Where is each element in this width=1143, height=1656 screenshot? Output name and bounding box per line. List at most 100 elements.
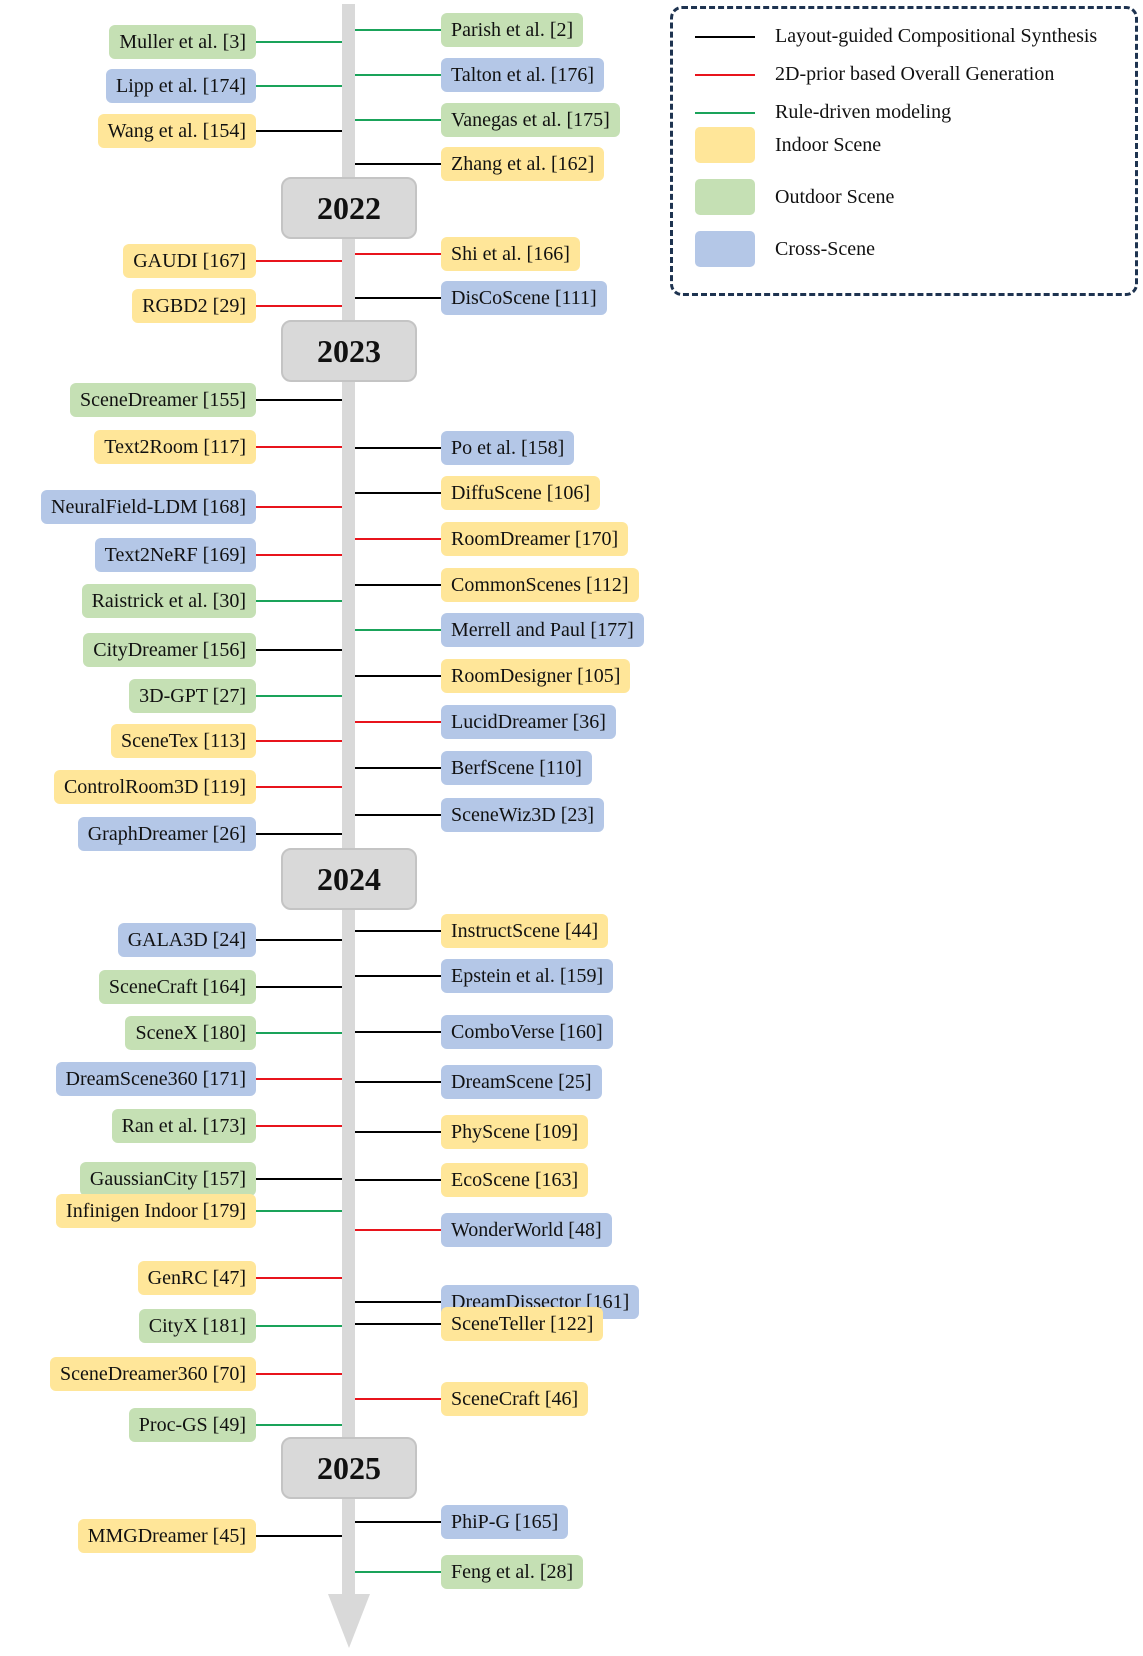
method-node-genrc-47: GenRC [47] [137, 1261, 256, 1295]
method-node-3d-gpt-27: 3D-GPT [27] [129, 679, 256, 713]
connector-merrell-and-paul-177 [355, 629, 441, 631]
legend-label-outdoor: Outdoor Scene [775, 185, 895, 208]
connector-dreamdissector-161 [355, 1301, 441, 1303]
connector-raistrick-et-al-30 [256, 600, 342, 602]
connector-scenewiz3d-23 [355, 814, 441, 816]
legend: Layout-guided Compositional Synthesis 2D… [670, 6, 1138, 296]
connector-rgbd2-29 [256, 305, 342, 307]
method-node-cityx-181: CityX [181] [138, 1309, 256, 1343]
year-marker-2025: 2025 [281, 1437, 417, 1499]
method-node-commonscenes-112: CommonScenes [112] [441, 568, 639, 602]
connector-epstein-et-al-159 [355, 975, 441, 977]
connector-wonderworld-48 [355, 1229, 441, 1231]
method-node-neuralfield-ldm-168: NeuralField-LDM [168] [41, 490, 256, 524]
connector-infinigen-indoor-179 [256, 1210, 342, 1212]
connector-dreamscene360-171 [256, 1078, 342, 1080]
connector-gaudi-167 [256, 260, 342, 262]
connector-po-et-al-158 [355, 447, 441, 449]
method-node-text2nerf-169: Text2NeRF [169] [94, 538, 256, 572]
connector-wang-et-al-154 [256, 130, 342, 132]
method-node-zhang-et-al-162: Zhang et al. [162] [441, 147, 605, 181]
legend-label-indoor: Indoor Scene [775, 133, 882, 156]
connector-neuralfield-ldm-168 [256, 506, 342, 508]
legend-item-cross: Cross-Scene [695, 231, 875, 267]
method-node-scenex-180: SceneX [180] [125, 1016, 256, 1050]
method-node-scenecraft-164: SceneCraft [164] [98, 970, 256, 1004]
method-node-discoscene-111: DisCoScene [111] [441, 281, 607, 315]
legend-swatch-cross [695, 231, 755, 267]
connector-luciddreamer-36 [355, 721, 441, 723]
legend-item-indoor: Indoor Scene [695, 127, 881, 163]
legend-line-layout [695, 35, 755, 38]
connector-scenecraft-164 [256, 986, 342, 988]
method-node-mmgdreamer-45: MMGDreamer [45] [77, 1519, 256, 1553]
method-node-gala3d-24: GALA3D [24] [117, 923, 256, 957]
method-node-citydreamer-156: CityDreamer [156] [83, 633, 256, 667]
method-node-wonderworld-48: WonderWorld [48] [441, 1213, 612, 1247]
connector-dreamscene-25 [355, 1081, 441, 1083]
method-node-infinigen-indoor-179: Infinigen Indoor [179] [56, 1194, 256, 1228]
legend-line-prior2d [695, 73, 755, 76]
legend-item-layout: Layout-guided Compositional Synthesis [695, 25, 1097, 48]
legend-swatch-indoor [695, 127, 755, 163]
legend-label-cross: Cross-Scene [775, 237, 875, 260]
connector-scenedreamer360-70 [256, 1373, 342, 1375]
connector-instructscene-44 [355, 930, 441, 932]
connector-graphdreamer-26 [256, 833, 342, 835]
method-node-sceneteller-122: SceneTeller [122] [441, 1307, 604, 1341]
connector-physcene-109 [355, 1131, 441, 1133]
method-node-roomdesigner-105: RoomDesigner [105] [441, 659, 631, 693]
connector-lipp-et-al-174 [256, 85, 342, 87]
method-node-scenedreamer360-70: SceneDreamer360 [70] [49, 1357, 256, 1391]
method-node-rgbd2-29: RGBD2 [29] [132, 289, 256, 323]
connector-citydreamer-156 [256, 649, 342, 651]
legend-item-rule: Rule-driven modeling [695, 101, 951, 124]
method-node-phip-g-165: PhiP-G [165] [441, 1505, 569, 1539]
connector-commonscenes-112 [355, 584, 441, 586]
legend-label-layout: Layout-guided Compositional Synthesis [775, 25, 1098, 47]
connector-scenex-180 [256, 1032, 342, 1034]
method-node-feng-et-al-28: Feng et al. [28] [441, 1555, 584, 1589]
connector-vanegas-et-al-175 [355, 119, 441, 121]
method-node-po-et-al-158: Po et al. [158] [441, 431, 575, 465]
method-node-ran-et-al-173: Ran et al. [173] [111, 1109, 256, 1143]
method-node-instructscene-44: InstructScene [44] [441, 914, 609, 948]
method-node-parish-et-al-2: Parish et al. [2] [441, 13, 584, 47]
connector-roomdesigner-105 [355, 675, 441, 677]
connector-scenedreamer-155 [256, 399, 342, 401]
connector-berfscene-110 [355, 767, 441, 769]
connector-text2room-117 [256, 446, 342, 448]
connector-proc-gs-49 [256, 1424, 342, 1426]
connector-sceneteller-122 [355, 1323, 441, 1325]
method-node-merrell-and-paul-177: Merrell and Paul [177] [441, 613, 644, 647]
connector-zhang-et-al-162 [355, 163, 441, 165]
connector-ran-et-al-173 [256, 1125, 342, 1127]
method-node-scenewiz3d-23: SceneWiz3D [23] [441, 798, 605, 832]
connector-ecoscene-163 [355, 1179, 441, 1181]
method-node-raistrick-et-al-30: Raistrick et al. [30] [81, 584, 256, 618]
connector-gala3d-24 [256, 939, 342, 941]
connector-comboverse-160 [355, 1031, 441, 1033]
method-node-scenecraft-46: SceneCraft [46] [441, 1382, 589, 1416]
method-node-luciddreamer-36: LucidDreamer [36] [441, 705, 616, 739]
method-node-graphdreamer-26: GraphDreamer [26] [77, 817, 256, 851]
method-node-talton-et-al-176: Talton et al. [176] [441, 58, 604, 92]
legend-label-prior2d: 2D-prior based Overall Generation [775, 63, 1055, 85]
connector-parish-et-al-2 [355, 29, 441, 31]
connector-talton-et-al-176 [355, 74, 441, 76]
method-node-dreamscene-25: DreamScene [25] [441, 1065, 602, 1099]
legend-swatch-outdoor [695, 179, 755, 215]
connector-discoscene-111 [355, 297, 441, 299]
method-node-scenetex-113: SceneTex [113] [110, 724, 256, 758]
connector-shi-et-al-166 [355, 253, 441, 255]
connector-3d-gpt-27 [256, 695, 342, 697]
method-node-wang-et-al-154: Wang et al. [154] [97, 114, 256, 148]
timeline-axis [342, 4, 355, 1596]
method-node-physcene-109: PhyScene [109] [441, 1115, 589, 1149]
method-node-muller-et-al-3: Muller et al. [3] [109, 25, 256, 59]
connector-genrc-47 [256, 1277, 342, 1279]
method-node-text2room-117: Text2Room [117] [94, 430, 256, 464]
connector-muller-et-al-3 [256, 41, 342, 43]
method-node-scenedreamer-155: SceneDreamer [155] [69, 383, 256, 417]
